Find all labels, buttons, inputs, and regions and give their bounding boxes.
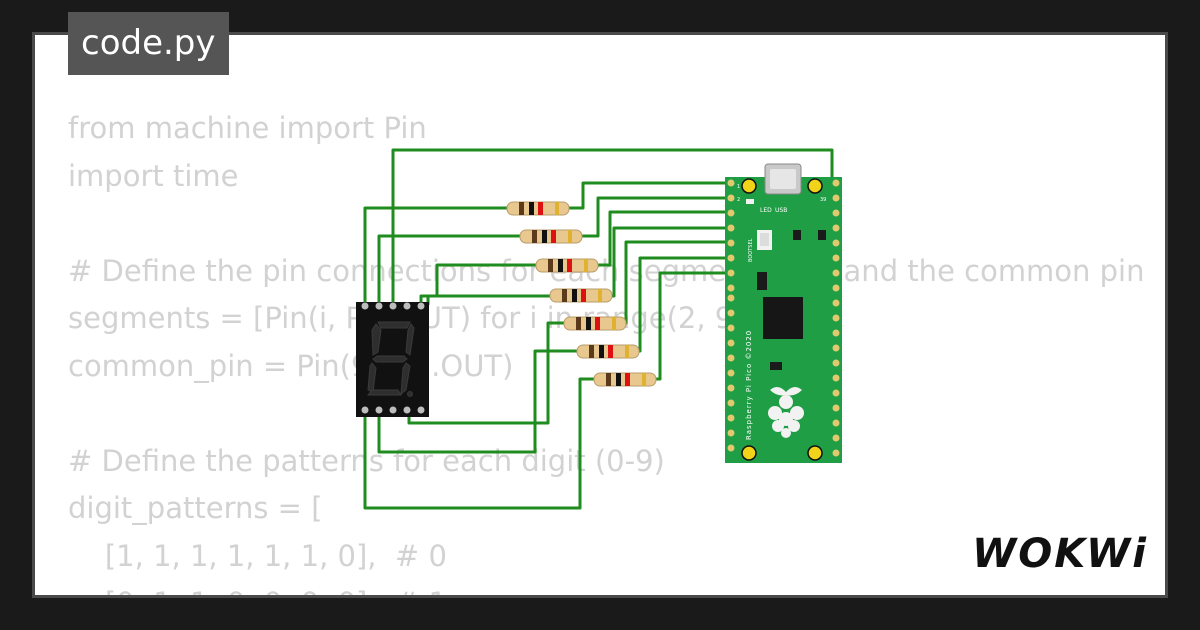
- wire-r6: [377, 349, 580, 454]
- file-tab[interactable]: code.py: [68, 12, 229, 75]
- pin-label: 1: [737, 184, 740, 190]
- resistor[interactable]: [593, 372, 657, 387]
- code-line: digit_patterns = [: [68, 491, 323, 525]
- wire-r2-out: [580, 196, 730, 238]
- wire-r3: [419, 263, 541, 305]
- led-label: LED: [760, 207, 772, 214]
- wire-r3-out: [596, 210, 730, 267]
- wire-r5-out: [622, 240, 730, 325]
- wire-r7-out: [653, 271, 730, 381]
- pin-label: 2: [737, 197, 740, 203]
- code-line: import time: [68, 158, 239, 193]
- resistor[interactable]: [506, 201, 570, 216]
- raspberry-logo-icon: [768, 386, 804, 438]
- resistor[interactable]: [519, 229, 583, 244]
- wire-r1: [363, 206, 512, 305]
- wire-r5: [407, 321, 568, 425]
- code-line: [0, 1, 1, 0, 0, 0, 0], # 1: [68, 580, 1145, 595]
- wire-r1-out: [567, 181, 730, 210]
- resistor[interactable]: [549, 288, 613, 303]
- wire-r2: [377, 234, 525, 305]
- wire-r7: [363, 377, 598, 510]
- code-line: [1, 1, 1, 1, 1, 1, 0], # 0: [68, 538, 447, 573]
- resistor[interactable]: [576, 344, 640, 359]
- wokwi-logo: WOKWi: [972, 531, 1148, 577]
- bootsel-label: BOOTSEL: [748, 238, 754, 262]
- resistor[interactable]: [563, 316, 627, 331]
- usb-label: USB: [775, 207, 787, 214]
- raspberry-pi-pico[interactable]: LED USB 1 2 39 BOOTSEL Raspberry Pi Pico…: [725, 163, 842, 463]
- code-line: from machine import Pin: [68, 111, 427, 145]
- seven-segment-display[interactable]: [356, 302, 429, 417]
- wire-r4: [426, 294, 555, 305]
- wire-top: [391, 148, 834, 305]
- board-label: Raspberry Pi Pico ©2020: [745, 330, 753, 440]
- resistor[interactable]: [535, 258, 599, 273]
- pin-label: 39: [820, 197, 826, 203]
